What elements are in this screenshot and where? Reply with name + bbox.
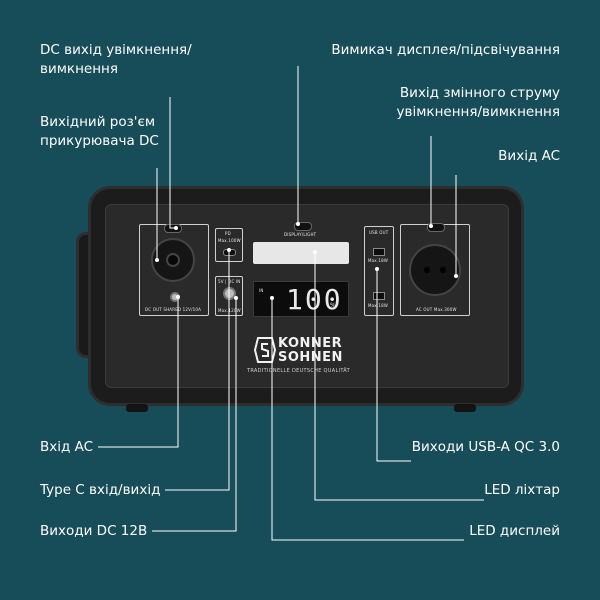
callout-type-c: Type C вхід/вихід — [40, 482, 161, 498]
callout-ac-switch: Вихід змінного струму увімкнення/вимкнен… — [396, 85, 560, 120]
callout-display-switch: Вимикач дисплея/підсвічування — [331, 42, 560, 58]
screen-in-indicator: IN — [259, 288, 264, 293]
callout-car-socket: Вихідний роз'єм прикурювача DC — [40, 114, 159, 149]
usb-frame — [364, 226, 394, 316]
lcd-screen — [253, 281, 349, 317]
usb-out-label: USB OUT — [369, 230, 389, 235]
callout-dc-outputs: Виходи DC 12В — [40, 523, 148, 539]
display-light-button[interactable] — [294, 222, 312, 231]
callout-ac-output: Вихід AC — [498, 148, 560, 164]
device-foot-left — [126, 404, 148, 412]
display-light-label: DISPLAY/LIGHT — [284, 232, 317, 237]
callout-led-light: LED ліхтар — [484, 482, 560, 498]
usb-a-port-1 — [373, 248, 385, 256]
usb-a-port-2 — [373, 292, 385, 300]
car-socket-pin — [166, 253, 180, 267]
ac-socket-pin-left — [424, 267, 430, 273]
ac-socket-pin-right — [440, 267, 446, 273]
dc-out-label: DC OUT SHARED 12V/10A — [145, 307, 202, 312]
brand-name-line2: SOHNEN — [278, 350, 343, 365]
brand-name-line1: KONNER — [278, 336, 343, 351]
device-foot-right — [454, 404, 476, 412]
battery-digits: 100 — [286, 283, 343, 316]
ac-power-switch[interactable] — [427, 223, 445, 232]
ac-out-label: AC OUT Max.300W — [416, 307, 457, 312]
callout-usb-outputs: Виходи USB-A QC 3.0 — [411, 439, 560, 455]
pd-power-label: Max.100W — [218, 238, 241, 243]
callout-dc-switch: DC вихід увімкнення/ вимкнення — [40, 42, 192, 77]
led-light-bar — [253, 242, 349, 264]
callout-ac-input: Вхід AC — [40, 439, 94, 455]
ac-socket — [409, 244, 461, 296]
battery-unit: % — [330, 302, 336, 309]
callout-led-display: LED дисплей — [469, 523, 560, 539]
brand-slogan: TRADITIONELLE DEUTSCHE QUALITÄT — [247, 368, 350, 374]
pd-label: PD — [225, 231, 231, 236]
usb-power-label-1: Max.18W — [368, 258, 388, 263]
usb-power-label-2: Max.18W — [368, 303, 388, 308]
